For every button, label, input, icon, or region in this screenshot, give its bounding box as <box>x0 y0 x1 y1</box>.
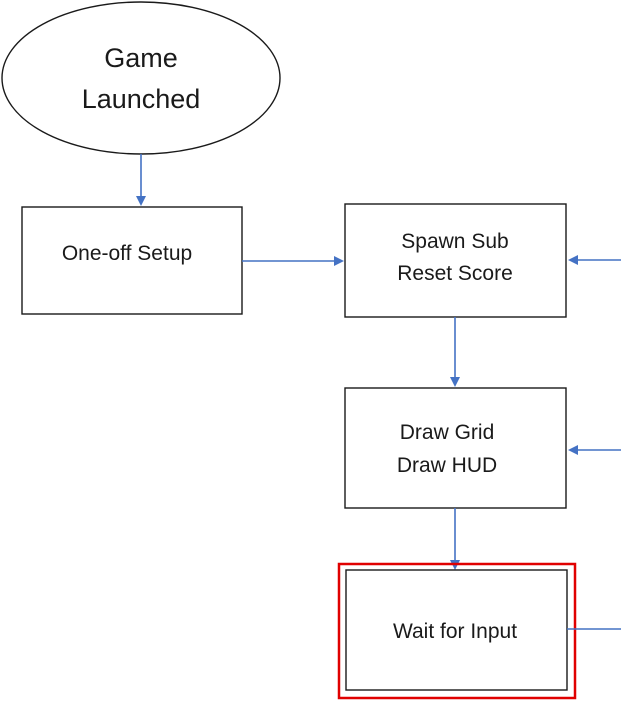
spawn-reset-line1: Spawn Sub <box>401 230 508 253</box>
spawn-reset-node: Spawn Sub Reset Score <box>344 203 567 318</box>
arrow-loop-into-spawn <box>568 255 621 265</box>
one-off-setup-label: One-off Setup <box>62 242 192 265</box>
one-off-setup-node: One-off Setup <box>21 206 243 315</box>
draw-grid-hud-node: Draw Grid Draw HUD <box>344 387 567 509</box>
spawn-reset-line2: Reset Score <box>397 262 513 285</box>
draw-grid-line2: Draw HUD <box>397 454 497 477</box>
wait-for-input-node: Wait for Input <box>345 569 568 691</box>
arrow-spawn-to-draw <box>450 317 460 387</box>
arrow-setup-to-spawn <box>242 256 344 266</box>
game-launched-line1: Game <box>104 43 178 73</box>
arrow-start-to-setup <box>136 154 146 206</box>
wait-highlight-frame <box>337 562 577 700</box>
arrow-draw-to-wait <box>450 508 460 570</box>
game-launched-node: Game Launched <box>1 1 281 155</box>
wait-for-input-label: Wait for Input <box>393 620 517 643</box>
game-launched-line2: Launched <box>82 84 201 114</box>
draw-grid-line1: Draw Grid <box>400 421 495 444</box>
arrow-loop-into-draw <box>568 445 621 455</box>
